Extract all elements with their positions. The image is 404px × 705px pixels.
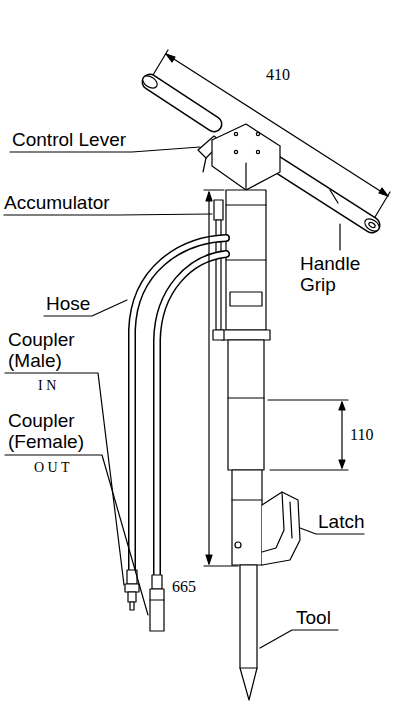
part-name: Handle Grip (300, 254, 384, 296)
leader-lines (4, 147, 364, 648)
part-name: Hose (46, 294, 106, 315)
dimension-value: 410 (266, 66, 306, 84)
valve-head (212, 124, 280, 190)
latch (262, 492, 300, 565)
part-name: Control Lever (12, 130, 142, 151)
part-name: Coupler (Female) (8, 411, 100, 453)
hose (132, 238, 226, 575)
part-name: Coupler (Male) (8, 330, 92, 372)
dimension-110 (268, 400, 348, 470)
part-name: Tool (296, 608, 356, 629)
dimension-value: 110 (350, 426, 390, 444)
part-name: Latch (318, 512, 378, 533)
port-name: O U T (34, 460, 84, 475)
tool (240, 565, 257, 700)
accumulator (213, 200, 224, 340)
dimension-665 (204, 190, 238, 566)
port-name: I N (38, 378, 78, 393)
part-name: Accumulator (4, 193, 129, 214)
dimension-410 (150, 50, 390, 222)
dimension-value: 665 (172, 578, 212, 596)
coupler-female (150, 575, 164, 631)
